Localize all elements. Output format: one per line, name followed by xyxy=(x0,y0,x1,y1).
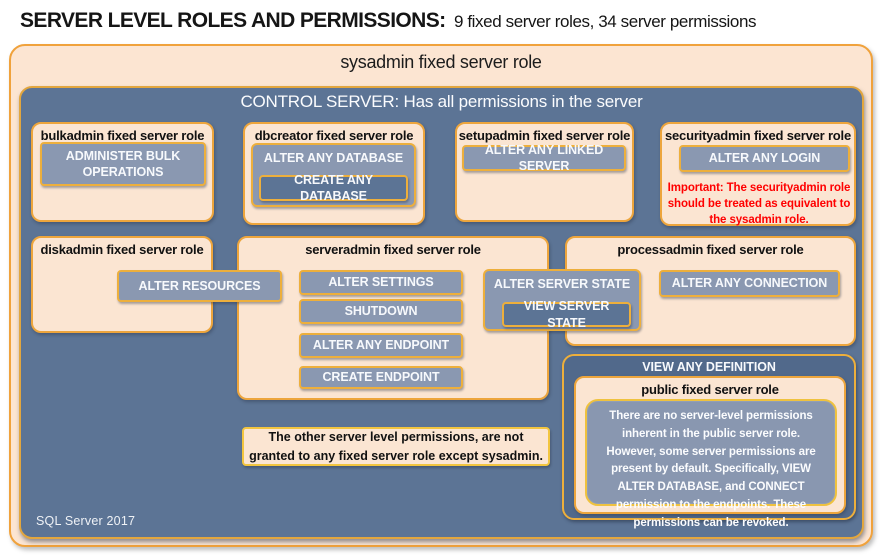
role-title-diskadmin: diskadmin fixed server role xyxy=(40,242,204,257)
role-title-public: public fixed server role xyxy=(641,382,779,397)
permission-alter-settings: ALTER SETTINGS xyxy=(299,270,463,295)
footer-version-label: SQL Server 2017 xyxy=(36,514,136,528)
role-box-setupadmin: setupadmin fixed server role xyxy=(455,122,634,222)
role-title-processadmin: processadmin fixed server role xyxy=(617,242,804,257)
permission-shutdown: SHUTDOWN xyxy=(299,299,463,324)
permission-alter-any-linked-server: ALTER ANY LINKED SERVER xyxy=(462,143,626,173)
page-title-sub: 9 fixed server roles, 34 server permissi… xyxy=(453,12,757,31)
page-title: SERVER LEVEL ROLES AND PERMISSIONS: 9 fi… xyxy=(20,7,870,36)
role-title-bulkadmin: bulkadmin fixed server role xyxy=(40,128,205,143)
permission-alter-any-connection: ALTER ANY CONNECTION xyxy=(659,270,840,297)
role-title-securityadmin: securityadmin fixed server role xyxy=(664,128,851,143)
page-title-main: SERVER LEVEL ROLES AND PERMISSIONS: xyxy=(20,9,446,32)
permission-view-server-state: VIEW SERVER STATE xyxy=(502,299,631,330)
role-title-dbcreator: dbcreator fixed server role xyxy=(254,128,414,143)
permission-view-any-definition: VIEW ANY DEFINITION xyxy=(642,360,776,374)
sysadmin-role-title: sysadmin fixed server role xyxy=(340,52,542,72)
permission-alter-any-endpoint: ALTER ANY ENDPOINT xyxy=(299,333,463,358)
permission-alter-server-state: ALTER SERVER STATE VIEW SERVER STATE xyxy=(483,269,641,331)
public-role-note: There are no server-level permissions in… xyxy=(585,399,837,529)
public-definition-box: VIEW ANY DEFINITION public fixed server … xyxy=(562,354,856,529)
permission-alter-any-login: ALTER ANY LOGIN xyxy=(679,145,850,172)
role-title-serveradmin: serveradmin fixed server role xyxy=(305,242,481,257)
permission-alter-any-database: ALTER ANY DATABASE CREATE ANY DATABASE xyxy=(251,143,416,207)
permission-alter-server-state-label: ALTER SERVER STATE xyxy=(493,277,631,291)
permission-create-endpoint: CREATE ENDPOINT xyxy=(299,366,463,389)
role-title-setupadmin: setupadmin fixed server role xyxy=(458,128,631,143)
permission-alter-any-database-label: ALTER ANY DATABASE xyxy=(263,151,404,165)
role-box-public: public fixed server role There are no se… xyxy=(574,376,846,529)
control-server-title: CONTROL SERVER: Has all permissions in t… xyxy=(240,92,643,111)
permission-create-any-database: CREATE ANY DATABASE xyxy=(259,173,408,203)
securityadmin-warning: Important: The securityadmin role should… xyxy=(667,182,851,227)
permission-alter-resources: ALTER RESOURCES xyxy=(117,270,282,302)
role-box-securityadmin: securityadmin fixed server role Importan… xyxy=(660,122,856,226)
permission-administer-bulk-operations: ADMINISTER BULK OPERATIONS xyxy=(40,142,206,186)
other-permissions-note: The other server level permissions, are … xyxy=(242,427,550,466)
